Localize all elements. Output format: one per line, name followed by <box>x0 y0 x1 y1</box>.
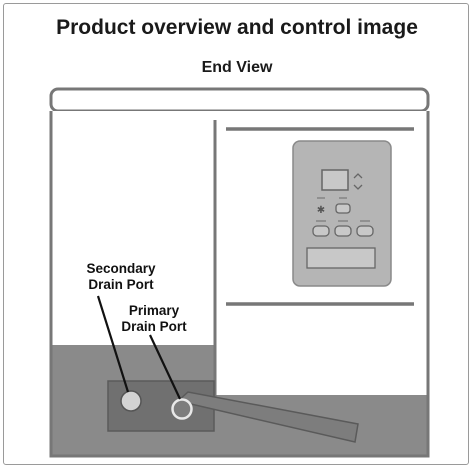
secondary-leader-line <box>96 295 130 393</box>
panel-button-3 <box>356 225 374 237</box>
secondary-drain-port <box>120 390 142 412</box>
top-rail <box>49 87 430 113</box>
display-screen <box>321 169 349 191</box>
panel-label-strip <box>306 247 376 269</box>
panel-button-top <box>335 203 351 214</box>
down-arrow-icon <box>353 184 363 190</box>
diagram-title: Product overview and control image <box>56 16 418 39</box>
up-arrow-icon <box>353 173 363 179</box>
secondary-label-line-1: Secondary <box>86 261 156 276</box>
view-label: End View <box>201 59 273 76</box>
drain-hose <box>176 391 359 443</box>
primary-label-line-2: Drain Port <box>121 319 187 334</box>
panel-button-2 <box>334 225 352 237</box>
primary-label-line-1: Primary <box>128 303 180 318</box>
diagram-frame <box>3 3 469 465</box>
primary-leader-line <box>149 334 181 400</box>
snowflake-icon: ✱ <box>317 205 325 216</box>
secondary-label-line-2: Drain Port <box>88 277 154 292</box>
panel-button-1 <box>312 225 330 237</box>
primary-drain-port-label: Primary Drain Port <box>106 303 202 335</box>
primary-drain-port <box>171 398 193 420</box>
secondary-drain-port-label: Secondary Drain Port <box>62 261 180 293</box>
